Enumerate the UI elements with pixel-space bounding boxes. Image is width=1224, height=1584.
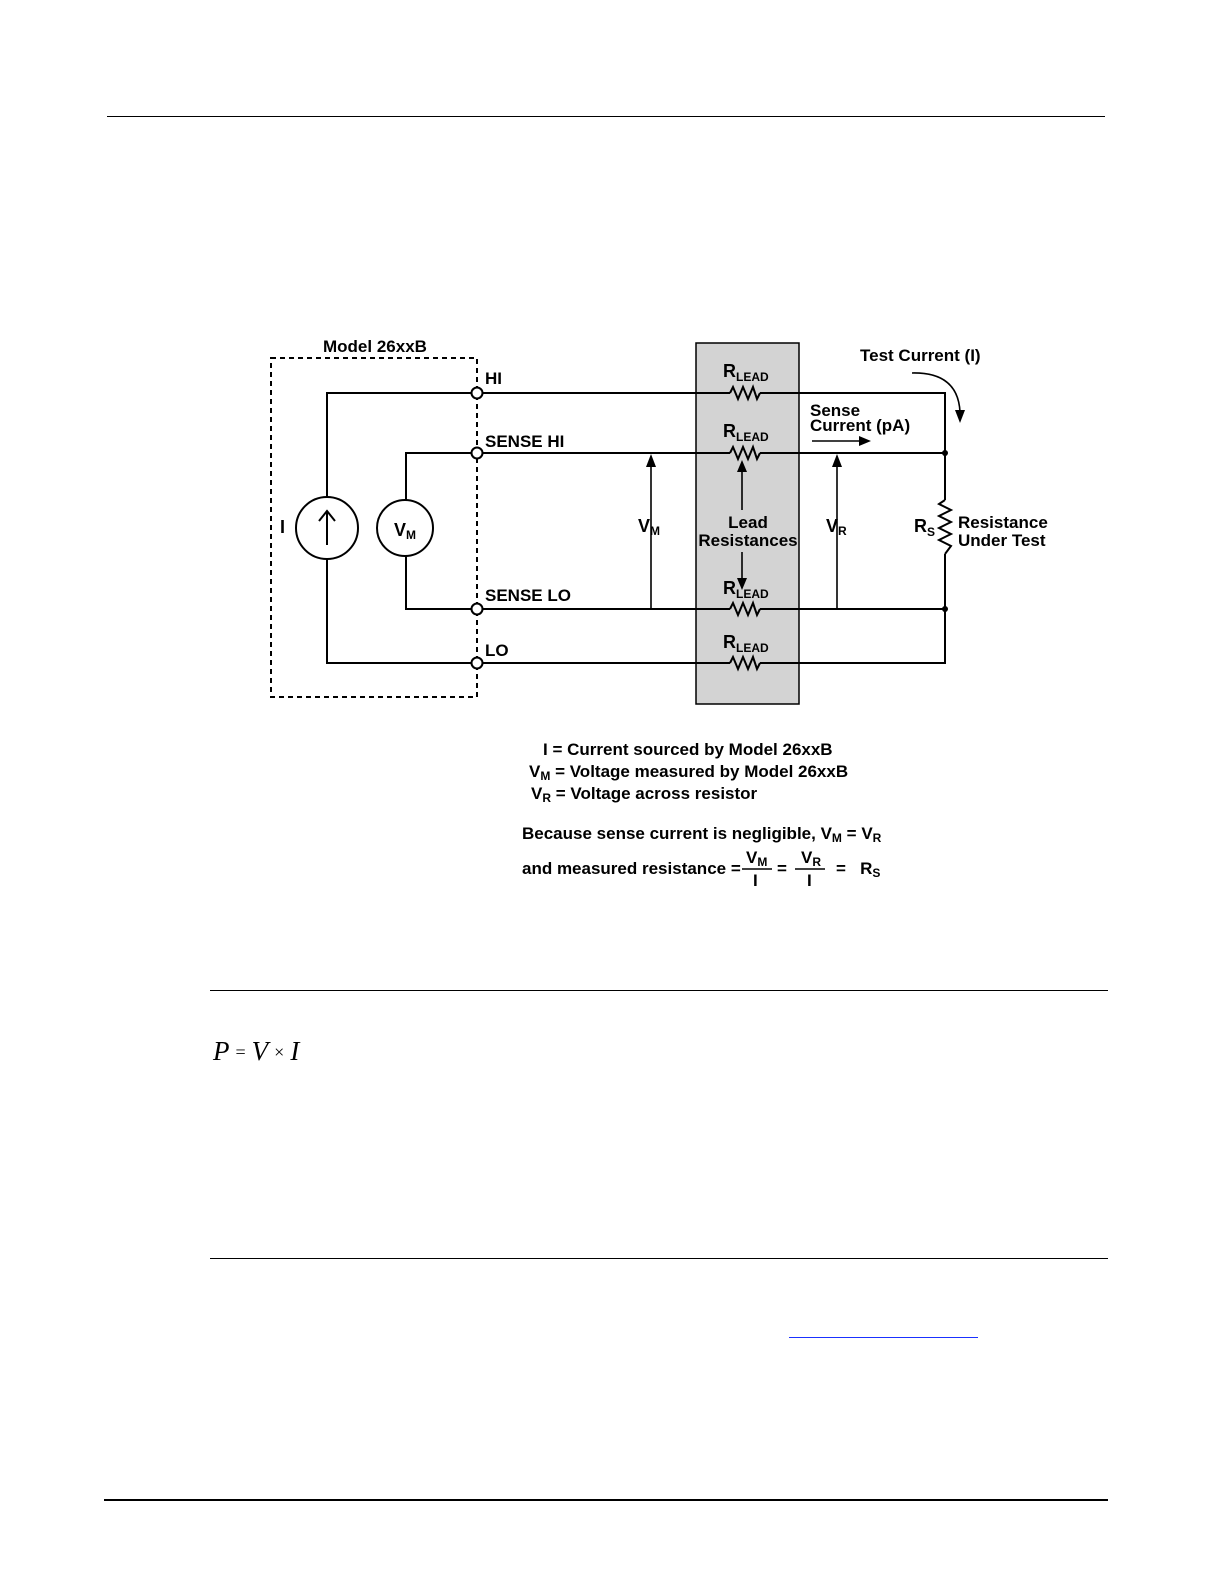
legend-vr-definition: VR = Voltage across resistor — [531, 784, 758, 805]
bottom-rule — [104, 1499, 1108, 1501]
current-source-label: I — [280, 517, 285, 537]
power-formula: P=V×I — [213, 1036, 300, 1066]
fraction-vr-numerator: VR — [801, 848, 822, 869]
vm-measure-label: VM — [638, 516, 660, 538]
lead-resistances-label-2: Resistances — [698, 531, 797, 550]
vr-arrowhead-icon — [832, 454, 842, 467]
voltmeter-label: VM — [394, 520, 416, 542]
resistance-under-test-label-2: Under Test — [958, 531, 1046, 550]
fraction-vm-numerator: VM — [746, 848, 768, 869]
four-wire-measurement-diagram: Model 26xxB HI SENSE HI SENSE LO LO I VM… — [270, 337, 1048, 870]
lead-resistances-label-1: Lead — [728, 513, 768, 532]
terminal-label-sense-lo: SENSE LO — [485, 586, 571, 605]
r-lead-label: RLEAD — [723, 421, 769, 444]
resistance-under-test-label-1: Resistance — [958, 513, 1048, 532]
junction-dot — [942, 450, 948, 456]
terminal-label-lo: LO — [485, 641, 509, 660]
section-rule — [210, 990, 1108, 991]
r-lead-label: RLEAD — [723, 361, 769, 384]
rs-result: = RS — [836, 859, 881, 880]
lead-resistor-hi — [729, 384, 761, 402]
lead-arrowhead-up-icon — [737, 460, 747, 472]
legend-measured-text: and measured resistance = — [522, 859, 741, 878]
instrument-box — [270, 357, 478, 698]
voltmeter — [376, 499, 434, 557]
sense-current-label-2: Current (pA) — [810, 416, 910, 435]
rs-label: RS — [914, 516, 935, 539]
fraction-eq: = — [777, 859, 787, 878]
lead-resistor-sense-lo — [729, 600, 761, 618]
sense-hi-wire — [405, 452, 945, 500]
sense-current-arrowhead-icon — [859, 436, 871, 446]
legend-because-line: Because sense current is negligible, VM … — [522, 824, 882, 845]
lead-resistance-box — [695, 342, 800, 705]
junction-dot — [942, 606, 948, 612]
lo-wire — [326, 554, 946, 664]
terminal-label-hi: HI — [485, 369, 502, 388]
terminal-label-sense-hi: SENSE HI — [485, 432, 564, 451]
fraction-denominator: I — [753, 871, 758, 890]
hi-wire — [326, 392, 946, 500]
terminal-lo — [470, 656, 484, 670]
vr-measure-label: VR — [826, 516, 847, 538]
terminal-sense-lo — [470, 602, 484, 616]
resistor-under-test — [936, 499, 954, 555]
hyperlink-underline[interactable] — [789, 1337, 978, 1338]
sense-current-label-1: Sense — [810, 401, 860, 420]
section-rule — [210, 1258, 1108, 1259]
terminal-sense-hi — [470, 446, 484, 460]
legend-vm-definition: VM = Voltage measured by Model 26xxB — [529, 762, 849, 783]
vm-arrowhead-icon — [646, 454, 656, 467]
sense-lo-wire — [405, 556, 945, 610]
r-lead-label: RLEAD — [723, 578, 769, 601]
lead-resistor-sense-hi — [729, 444, 761, 462]
top-rule — [107, 116, 1105, 117]
lead-resistor-lo — [729, 654, 761, 672]
instrument-label: Model 26xxB — [323, 337, 427, 356]
r-lead-label: RLEAD — [723, 632, 769, 655]
up-arrow-icon — [318, 509, 336, 545]
fraction-denominator: I — [807, 871, 812, 890]
test-current-arrowhead-icon — [955, 410, 965, 423]
test-current-arrow — [911, 372, 961, 413]
legend-i-definition: I = Current sourced by Model 26xxB — [543, 740, 833, 759]
test-current-label: Test Current (I) — [860, 346, 981, 365]
terminal-hi — [470, 386, 484, 400]
lead-arrowhead-down-icon — [737, 578, 747, 590]
